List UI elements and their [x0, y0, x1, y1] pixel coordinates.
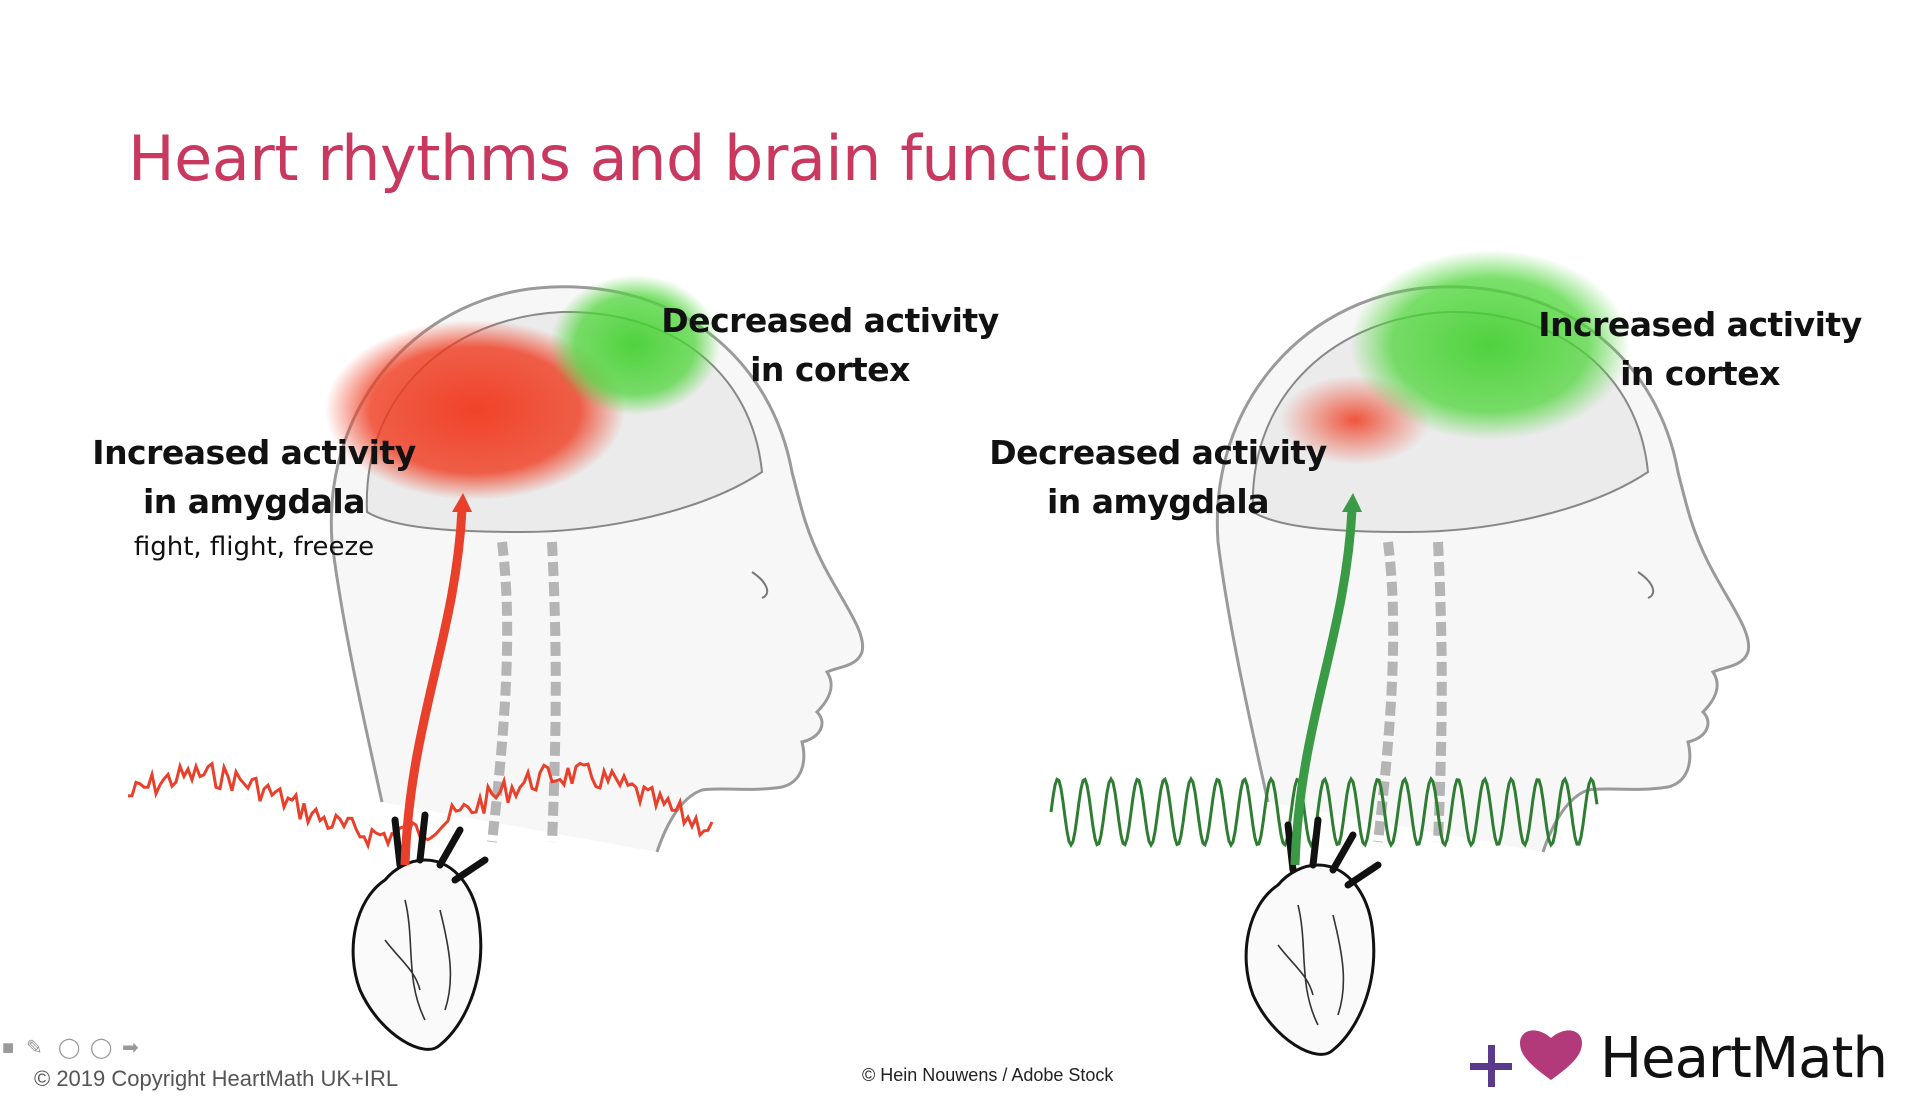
heartmath-logo-icon [1470, 1030, 1582, 1087]
right-arrow-head-icon [1342, 493, 1362, 512]
right-cortex-highlight [1350, 250, 1630, 440]
right-heart-illustration [1246, 820, 1378, 1054]
slide-title: Heart rhythms and brain function [128, 122, 1150, 195]
right-heart-brain-arrow [1290, 509, 1357, 866]
left-cortex-highlight [550, 275, 720, 415]
image-credit: © Hein Nouwens / Adobe Stock [862, 1065, 1114, 1085]
brand-name: HeartMath [1600, 1026, 1888, 1091]
next-slide-icon[interactable]: ➡ [122, 1037, 139, 1059]
pen-tool-icon[interactable]: ✎ [26, 1037, 43, 1059]
subtitles-icon[interactable]: ◯ [58, 1037, 81, 1059]
left-amygdala-sublabel: fight, flight, freeze [133, 532, 375, 562]
left-heart-brain-arrow [400, 509, 467, 866]
coherent-heart-rhythm-wave [1049, 775, 1599, 849]
left-amygdala-highlight [325, 320, 625, 500]
slide-nav-square-icon[interactable]: ■ [2, 1037, 15, 1059]
left-arrow-head-icon [452, 493, 472, 512]
left-heart-illustration [353, 815, 485, 1049]
more-options-icon[interactable]: ◯ [90, 1037, 113, 1059]
copyright-text: © 2019 Copyright HeartMath UK+IRL [34, 1066, 399, 1091]
